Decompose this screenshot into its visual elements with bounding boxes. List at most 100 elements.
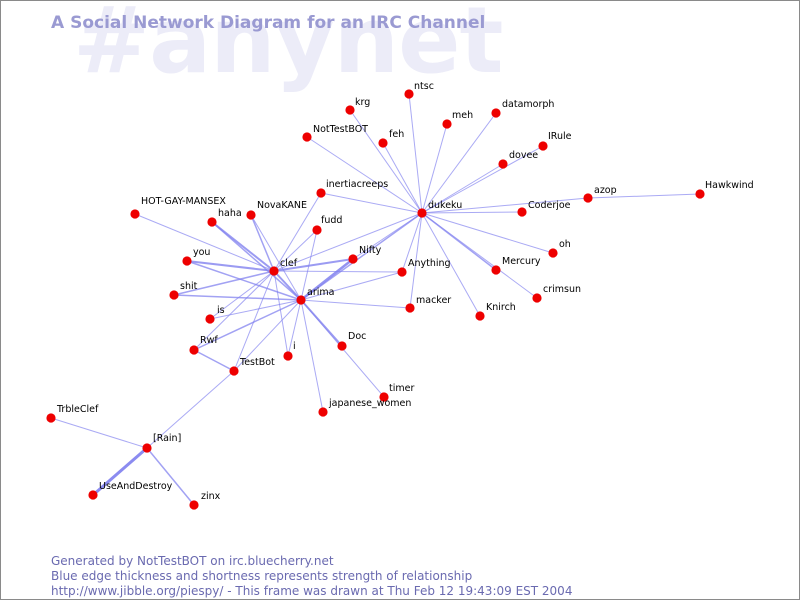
edge-clef-fudd — [273, 229, 318, 272]
node-shit: shit — [169, 281, 198, 300]
node-dot — [246, 210, 256, 220]
node-label: japanese_women — [328, 398, 411, 409]
edge-dukeku-dovee — [421, 163, 504, 214]
node-label: NotTestBOT — [313, 124, 368, 135]
node-label: Rwf — [200, 335, 218, 346]
node-testbot: TestBot — [229, 357, 275, 376]
edge-dukeku-oh — [421, 212, 554, 254]
node-anything: Anything — [397, 258, 451, 277]
node-rwf: Rwf — [189, 335, 218, 355]
node-dot — [316, 188, 326, 198]
node-dot — [88, 490, 98, 500]
node-dot — [491, 108, 501, 118]
node-label: [Rain] — [153, 433, 181, 444]
node-label: Mercury — [502, 256, 541, 267]
node-label: UseAndDestroy — [99, 481, 173, 492]
node-haha: haha — [207, 208, 242, 227]
node-label: clef — [280, 258, 298, 269]
node-label: shit — [180, 281, 198, 292]
node-dukeku: dukeku — [417, 200, 462, 218]
node-label: you — [193, 247, 210, 258]
node-dot — [337, 341, 347, 351]
node-label: i — [293, 341, 296, 352]
edge-arima-fudd — [300, 229, 318, 301]
node-dot — [318, 407, 328, 417]
edge-arima-macker — [300, 299, 411, 309]
node-dot — [695, 189, 705, 199]
node-label: Nifty — [359, 245, 382, 256]
node-japanese-women: japanese_women — [318, 398, 411, 417]
node-label: HOT-GAY-MANSEX — [141, 196, 226, 207]
node-label: TestBot — [239, 357, 275, 368]
edge-dukeku-krg — [349, 109, 423, 214]
node-dot — [182, 256, 192, 266]
edge-dukeku-crimsun — [421, 212, 538, 299]
footer-legend: Blue edge thickness and shortness repres… — [51, 569, 473, 583]
edge-dukeku-macker — [409, 212, 423, 309]
edge-dukeku-datamorph — [421, 112, 497, 214]
edge-clef-novakane — [250, 214, 275, 272]
edge-dukeku-anything — [401, 212, 423, 273]
node-irule: IRule — [538, 131, 572, 151]
node-label: oh — [559, 239, 571, 250]
edge-dukeku-nottestbot — [306, 136, 423, 214]
edge-arima-shit — [173, 294, 302, 301]
node-feh: feh — [378, 129, 404, 148]
edge-arima-nifty — [300, 258, 354, 301]
edge-dukeku-meh — [421, 123, 448, 214]
node-dot — [207, 217, 217, 227]
edge-clef-testbot — [233, 270, 275, 372]
node-dot — [283, 351, 293, 361]
node-dot — [397, 267, 407, 277]
footer-url-timestamp: http://www.jibble.org/piespy/ - This fra… — [51, 584, 573, 598]
node-meh: meh — [442, 110, 473, 129]
edge-arima-anything — [300, 271, 403, 301]
node-dot — [405, 303, 415, 313]
node-label: Knirch — [486, 302, 516, 313]
node-label: macker — [416, 295, 451, 306]
node-label: TrbleClef — [56, 404, 99, 415]
node-label: is — [217, 305, 225, 316]
edge-arima-i — [287, 299, 302, 357]
node-label: timer — [389, 383, 414, 394]
footer: Generated by NotTestBOT on irc.bluecherr… — [51, 554, 572, 599]
edge-rain-zinx — [146, 447, 195, 506]
node-nifty: Nifty — [348, 245, 382, 264]
node-dot — [169, 290, 179, 300]
node-label: zinx — [201, 491, 221, 502]
node-fudd: fudd — [312, 215, 342, 235]
node-dot — [379, 392, 389, 402]
node-you: you — [182, 247, 210, 266]
node-clef: clef — [269, 258, 298, 276]
node-i: i — [283, 341, 296, 361]
edge-clef-hot-gay-mansex — [134, 213, 275, 272]
node-label: Anything — [408, 258, 451, 269]
node-knirch: Knirch — [475, 302, 516, 321]
edge-dukeku-knirch — [421, 212, 481, 317]
node-dot — [189, 345, 199, 355]
edge-arima-haha — [211, 221, 302, 301]
node-label: haha — [218, 208, 242, 219]
node-dot — [532, 293, 542, 303]
node-crimsun: crimsun — [532, 284, 581, 303]
node-label: IRule — [548, 131, 572, 142]
node-dot — [538, 141, 548, 151]
node-azop: azop — [583, 185, 617, 203]
node-label: NovaKANE — [257, 200, 307, 211]
node-dot — [345, 105, 355, 115]
node-dot — [378, 138, 388, 148]
node-dot — [130, 209, 140, 219]
node-oh: oh — [548, 239, 571, 258]
node-zinx: zinx — [189, 491, 221, 510]
diagram-title: A Social Network Diagram for an IRC Chan… — [51, 13, 486, 33]
node-hot-gay-mansex: HOT-GAY-MANSEX — [130, 196, 226, 219]
node-hawkwind: Hawkwind — [695, 180, 754, 199]
node-dot — [229, 366, 239, 376]
node-trbleclef: TrbleClef — [46, 404, 99, 423]
node-is: is — [205, 305, 225, 324]
node-dot — [296, 295, 306, 305]
edge-dukeku-clef — [273, 212, 423, 272]
edge-arima-is — [209, 299, 302, 320]
